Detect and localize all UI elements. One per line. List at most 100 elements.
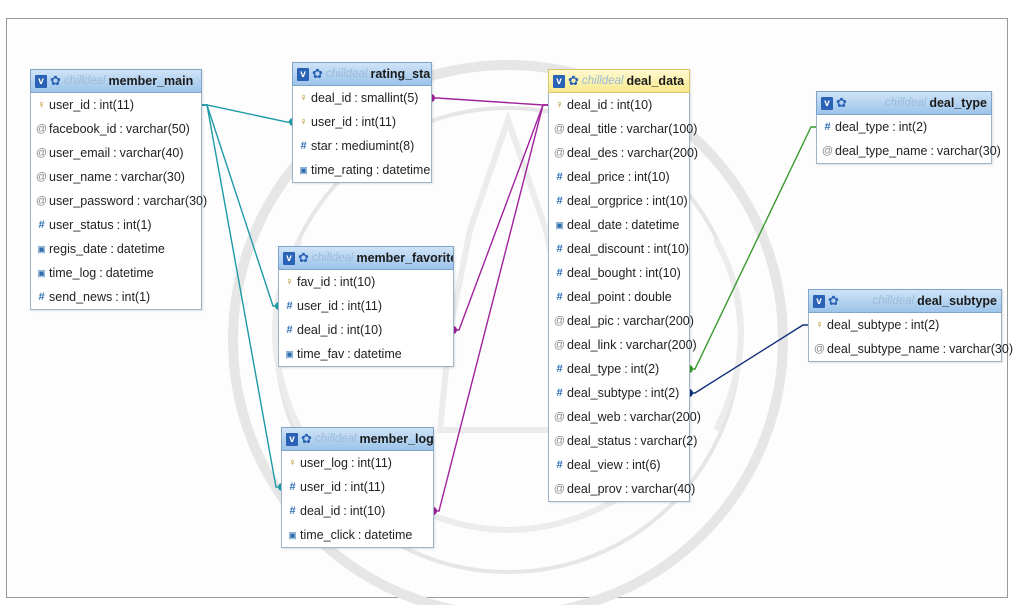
- toggle-view-icon[interactable]: v: [286, 432, 298, 446]
- column-type: int(10): [652, 194, 688, 208]
- toggle-view-icon[interactable]: v: [813, 294, 825, 308]
- column-row[interactable]: #star:mediumint(8): [293, 134, 431, 158]
- column-row[interactable]: @user_password:varchar(30): [31, 189, 207, 213]
- column-row[interactable]: @deal_subtype_name:varchar(30): [809, 337, 1013, 361]
- column-row[interactable]: #user_status:int(1): [31, 213, 201, 237]
- gear-icon[interactable]: ✿: [312, 66, 323, 81]
- column-row[interactable]: @deal_des:varchar(200): [549, 141, 698, 165]
- column-name: user_id: [311, 115, 352, 129]
- column-row[interactable]: #deal_id:int(10): [279, 318, 453, 342]
- type-separator: :: [616, 314, 621, 328]
- gear-icon[interactable]: ✿: [301, 431, 312, 446]
- key-icon: ♀: [299, 92, 308, 104]
- table-header[interactable]: v ✿ chilldeal rating_star: [292, 62, 432, 86]
- column-type: int(10): [346, 323, 383, 337]
- column-row[interactable]: ♀fav_id:int(10): [279, 270, 453, 294]
- column-name: deal_subtype: [567, 386, 642, 400]
- column-type: varchar(40): [119, 146, 184, 160]
- column-row[interactable]: #deal_orgprice:int(10): [549, 189, 689, 213]
- table-header[interactable]: v ✿ chilldeal member_favorite: [278, 246, 454, 270]
- table-header[interactable]: v ✿ chilldeal deal_subtype: [808, 289, 1002, 313]
- column-row[interactable]: #deal_bought:int(10): [549, 261, 689, 285]
- column-row[interactable]: #deal_view:int(6): [549, 453, 689, 477]
- column-row[interactable]: #deal_type:int(2): [817, 115, 991, 139]
- column-row[interactable]: ♀deal_subtype:int(2): [809, 313, 1001, 337]
- column-type: varchar(30): [936, 144, 1001, 158]
- toggle-view-icon[interactable]: v: [35, 74, 47, 88]
- column-type: int(1): [121, 290, 151, 304]
- column-row[interactable]: ♀user_id:int(11): [31, 93, 201, 117]
- column-list: ♀deal_id:smallint(5)♀user_id:int(11)#sta…: [293, 86, 431, 182]
- column-row[interactable]: ♀deal_id:smallint(5): [293, 86, 431, 110]
- type-separator: :: [344, 480, 348, 494]
- column-name: deal_type: [567, 362, 622, 376]
- column-row[interactable]: ▣time_log:datetime: [31, 261, 201, 285]
- column-row[interactable]: @facebook_id:varchar(50): [31, 117, 201, 141]
- type-separator: :: [115, 290, 119, 304]
- column-row[interactable]: @deal_type_name:varchar(30): [817, 139, 1001, 163]
- gear-icon[interactable]: ✿: [298, 250, 309, 265]
- column-type: int(10): [349, 504, 386, 518]
- toggle-view-icon[interactable]: v: [283, 251, 295, 265]
- table-header[interactable]: v ✿ chilldeal deal_data: [548, 69, 690, 93]
- toggle-view-icon[interactable]: v: [297, 67, 309, 81]
- column-name: deal_id: [567, 98, 608, 112]
- column-row[interactable]: ♀user_log:int(11): [282, 451, 433, 475]
- gear-icon[interactable]: ✿: [50, 73, 61, 88]
- column-row[interactable]: @deal_title:varchar(100): [549, 117, 698, 141]
- table-deal-data[interactable]: v ✿ chilldeal deal_data ♀deal_id:int(10)…: [548, 69, 701, 502]
- table-deal-subtype[interactable]: v ✿ chilldeal deal_subtype ♀deal_subtype…: [808, 289, 1013, 362]
- column-row[interactable]: @user_name:varchar(30): [31, 165, 201, 189]
- column-row[interactable]: @deal_prov:varchar(40): [549, 477, 695, 501]
- column-row[interactable]: #send_news:int(1): [31, 285, 201, 309]
- column-row[interactable]: ▣time_fav:datetime: [279, 342, 453, 366]
- gear-icon[interactable]: ✿: [828, 293, 839, 308]
- column-type: int(11): [357, 456, 392, 470]
- column-row[interactable]: #user_id:int(11): [279, 294, 453, 318]
- type-separator: :: [355, 115, 359, 129]
- table-member-main[interactable]: v ✿ chilldeal member_main ♀user_id:int(1…: [30, 69, 207, 310]
- key-icon: ♀: [555, 99, 564, 111]
- column-row[interactable]: @deal_web:varchar(200): [549, 405, 701, 429]
- column-row[interactable]: #deal_subtype:int(2): [549, 381, 689, 405]
- number-icon: #: [286, 300, 293, 312]
- table-member-favorite[interactable]: v ✿ chilldeal member_favorite ♀fav_id:in…: [278, 246, 454, 367]
- type-separator: :: [644, 386, 648, 400]
- table-deal-type[interactable]: v ✿ chilldeal deal_type #deal_type:int(2…: [816, 91, 1001, 164]
- column-row[interactable]: ♀deal_id:int(10): [549, 93, 689, 117]
- gear-icon[interactable]: ✿: [836, 95, 847, 110]
- type-separator: :: [624, 218, 629, 232]
- column-row[interactable]: ▣time_click:datetime: [282, 523, 433, 547]
- table-header[interactable]: v ✿ chilldeal deal_type: [816, 91, 992, 115]
- column-row[interactable]: ▣regis_date:datetime: [31, 237, 201, 261]
- number-icon: #: [289, 481, 296, 493]
- toggle-view-icon[interactable]: v: [553, 74, 565, 88]
- toggle-view-icon[interactable]: v: [821, 96, 833, 110]
- column-type: int(2): [910, 318, 940, 332]
- table-header[interactable]: v ✿ chilldeal member_main: [30, 69, 202, 93]
- column-name: deal_id: [311, 91, 352, 105]
- table-header[interactable]: v ✿ chilldeal member_log: [281, 427, 434, 451]
- gear-icon[interactable]: ✿: [568, 73, 579, 88]
- column-row[interactable]: #deal_id:int(10): [282, 499, 433, 523]
- type-separator: :: [647, 242, 651, 256]
- column-row[interactable]: #deal_discount:int(10): [549, 237, 689, 261]
- column-row[interactable]: #deal_point:double: [549, 285, 689, 309]
- number-icon: #: [556, 291, 563, 303]
- column-row[interactable]: #deal_price:int(10): [549, 165, 689, 189]
- column-row[interactable]: ♀user_id:int(11): [293, 110, 431, 134]
- number-icon: #: [289, 505, 296, 517]
- column-row[interactable]: ▣deal_date:datetime: [549, 213, 689, 237]
- column-row[interactable]: @user_email:varchar(40): [31, 141, 201, 165]
- table-rating-star[interactable]: v ✿ chilldeal rating_star ♀deal_id:small…: [292, 62, 432, 183]
- column-row[interactable]: ▣time_rating:datetime: [293, 158, 431, 182]
- column-row[interactable]: #user_id:int(11): [282, 475, 433, 499]
- column-row[interactable]: @deal_status:varchar(2): [549, 429, 697, 453]
- datetime-icon: ▣: [37, 243, 46, 254]
- column-row[interactable]: #deal_type:int(2): [549, 357, 689, 381]
- column-name: time_rating: [311, 163, 373, 177]
- column-row[interactable]: @deal_pic:varchar(200): [549, 309, 694, 333]
- column-row[interactable]: @deal_link:varchar(200): [549, 333, 697, 357]
- table-member-log[interactable]: v ✿ chilldeal member_log ♀user_log:int(1…: [281, 427, 434, 548]
- key-icon: ♀: [285, 276, 294, 288]
